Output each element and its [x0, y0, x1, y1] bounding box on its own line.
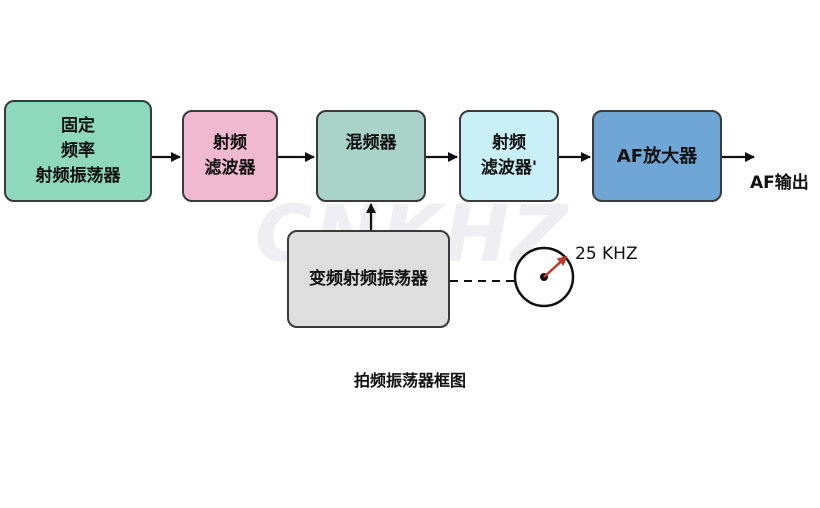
- fixed-frequency-rf-oscillator-block: 固定 频率 射频振荡器: [4, 100, 152, 202]
- block-label-line: 固定: [61, 115, 95, 136]
- dial-frequency-label: 25 KHZ: [575, 244, 638, 264]
- rf-filter-block-2: 射频 滤波器': [459, 110, 559, 202]
- block-label-line: 频率: [61, 140, 95, 161]
- variable-frequency-rf-oscillator-block: 变频射频振荡器: [287, 230, 450, 328]
- block-label-line: 射频: [213, 133, 247, 153]
- af-amplifier-block: AF放大器: [592, 110, 722, 202]
- block-label-line: 射频振荡器: [35, 165, 121, 186]
- mixer-block: 混频器: [316, 110, 426, 202]
- block-label-line: 滤波器': [480, 158, 538, 178]
- diagram-caption: 拍频振荡器框图: [353, 371, 466, 390]
- af-output-label: AF输出: [750, 173, 809, 193]
- dial-pointer: [543, 255, 568, 278]
- block-label-line: 混频器: [345, 132, 397, 153]
- block-label-line: 变频射频振荡器: [309, 268, 428, 289]
- block-label-line: 射频: [492, 133, 526, 153]
- block-label-line: 滤波器: [204, 158, 256, 178]
- rf-filter-block-1: 射频 滤波器: [182, 110, 278, 202]
- block-label-line: AF放大器: [616, 145, 698, 167]
